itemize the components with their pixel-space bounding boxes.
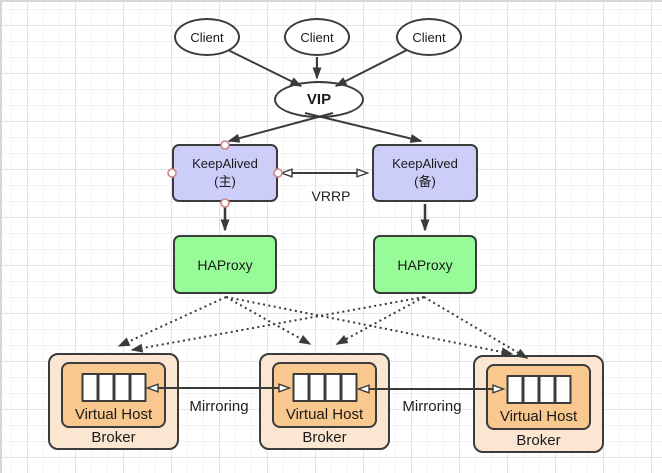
virtual-host-box-1[interactable]: Virtual Host bbox=[61, 362, 166, 428]
node-broker-1[interactable]: Virtual Host Broker bbox=[48, 353, 179, 450]
virtual-host-label-3: Virtual Host bbox=[499, 408, 578, 425]
queue-cell bbox=[326, 375, 339, 400]
virtual-host-box-2[interactable]: Virtual Host bbox=[272, 362, 377, 428]
haproxy-2-label: HAProxy bbox=[397, 256, 453, 273]
virtual-host-label-2: Virtual Host bbox=[285, 406, 364, 423]
vrrp-edge-label[interactable]: VRRP bbox=[311, 188, 351, 204]
keepalived-backup-role: (备) bbox=[414, 174, 436, 189]
node-broker-2[interactable]: Virtual Host Broker bbox=[259, 353, 390, 450]
node-broker-3[interactable]: Virtual Host Broker bbox=[473, 355, 604, 453]
virtual-host-label-1: Virtual Host bbox=[74, 406, 153, 423]
node-client-2[interactable]: Client bbox=[284, 18, 350, 56]
broker-label-1: Broker bbox=[91, 429, 136, 446]
queue-cell bbox=[115, 375, 128, 400]
node-client-3[interactable]: Client bbox=[396, 18, 462, 56]
mirroring-edge-label-1[interactable]: Mirroring bbox=[189, 398, 249, 415]
queue-cell bbox=[99, 375, 112, 400]
queue-cell bbox=[540, 377, 553, 402]
queue-shape-1[interactable] bbox=[81, 373, 146, 402]
broker-label-3: Broker bbox=[516, 432, 561, 449]
haproxy-1-label: HAProxy bbox=[197, 256, 253, 273]
node-keepalived-primary[interactable]: KeepAlived (主) bbox=[172, 144, 278, 202]
vip-label: VIP bbox=[306, 91, 332, 108]
mirroring-edge-label-2[interactable]: Mirroring bbox=[402, 398, 462, 415]
client-2-label: Client bbox=[300, 29, 334, 45]
canvas-top-edge bbox=[0, 0, 662, 2]
node-vip[interactable]: VIP bbox=[274, 81, 364, 118]
edge-client3-vip[interactable] bbox=[334, 49, 408, 87]
queue-cell bbox=[508, 377, 521, 402]
edge-vip-keepalived-primary[interactable] bbox=[227, 112, 334, 143]
node-client-1[interactable]: Client bbox=[174, 18, 240, 56]
queue-cell bbox=[310, 375, 323, 400]
queue-shape-2[interactable] bbox=[292, 373, 357, 402]
virtual-host-box-3[interactable]: Virtual Host bbox=[486, 364, 591, 430]
edge-haproxy1-broker3[interactable] bbox=[225, 296, 514, 357]
queue-cell bbox=[294, 375, 307, 400]
queue-cell bbox=[524, 377, 537, 402]
edge-haproxy1-broker1[interactable] bbox=[117, 296, 227, 347]
edge-client1-vip[interactable] bbox=[227, 49, 303, 87]
node-haproxy-1[interactable]: HAProxy bbox=[173, 235, 277, 294]
node-haproxy-2[interactable]: HAProxy bbox=[373, 235, 477, 294]
client-3-label: Client bbox=[412, 29, 446, 45]
edge-haproxy2-broker2[interactable] bbox=[335, 296, 425, 345]
broker-label-2: Broker bbox=[302, 429, 347, 446]
queue-cell bbox=[342, 375, 355, 400]
edge-haproxy2-broker3[interactable] bbox=[423, 296, 529, 359]
queue-cell bbox=[131, 375, 144, 400]
edge-haproxy1-broker2[interactable] bbox=[225, 296, 312, 345]
client-1-label: Client bbox=[190, 29, 224, 45]
queue-cell bbox=[83, 375, 96, 400]
queue-shape-3[interactable] bbox=[506, 375, 571, 404]
edge-vip-keepalived-backup[interactable] bbox=[304, 112, 423, 143]
keepalived-primary-name: KeepAlived bbox=[192, 156, 258, 172]
queue-cell bbox=[556, 377, 569, 402]
canvas-left-edge bbox=[0, 0, 2, 473]
keepalived-backup-name: KeepAlived bbox=[392, 156, 458, 172]
edge-haproxy2-broker1[interactable] bbox=[130, 296, 425, 353]
node-keepalived-backup[interactable]: KeepAlived (备) bbox=[372, 144, 478, 202]
keepalived-primary-role: (主) bbox=[214, 174, 236, 189]
